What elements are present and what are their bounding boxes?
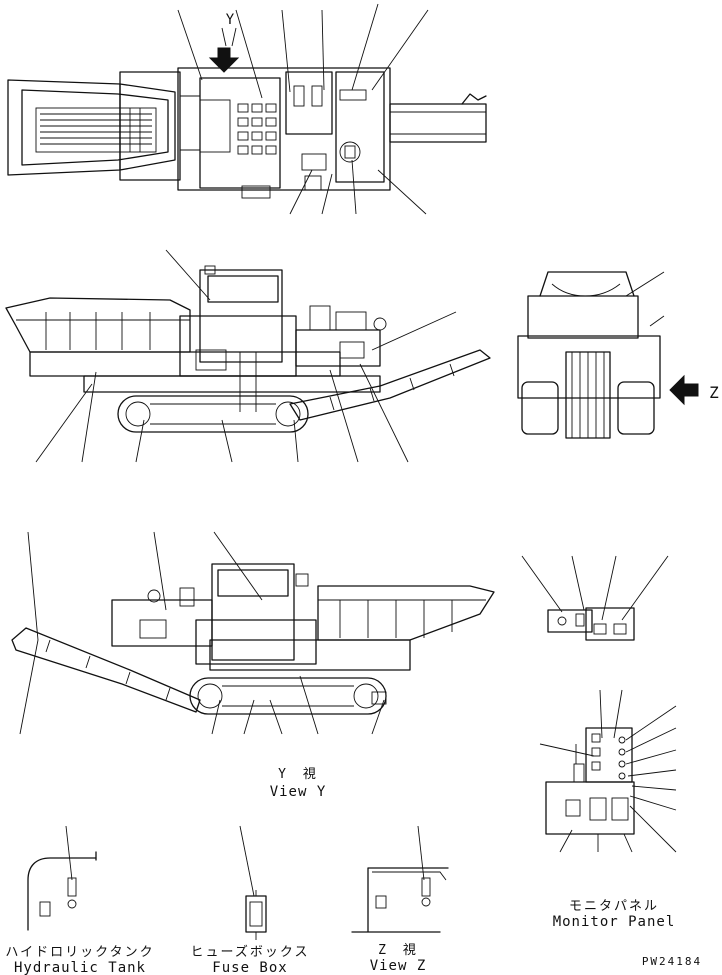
rear-view: Z [517,271,719,439]
drawing-number: PW24184 [642,955,702,968]
monitor-panel-detail [539,689,677,853]
fuse-caption-en: Fuse Box [212,960,287,975]
top-plan-view: Y [7,3,487,215]
fuse-caption-jp: ヒューズボックス [191,944,310,960]
hydraulic-caption-jp: ハイドロリックタンク [5,945,154,960]
view-y-arrow-label: Y [226,12,235,28]
view-z-arrow-label: Z [709,383,719,402]
fuse-box-detail [239,825,267,940]
view-y-caption-jp: Y 視 [278,767,318,782]
view-z-caption-jp: Z 視 [378,943,418,958]
monitor-caption-en: Monitor Panel [553,914,676,930]
view-z-caption-en: View Z [370,958,427,974]
hydraulic-tank-detail [27,825,97,931]
side-view-right [5,249,491,463]
side-view-left [11,531,495,735]
view-z-detail [351,825,449,933]
hydraulic-caption-en: Hydraulic Tank [14,960,146,975]
view-y-caption-en: View Y [270,784,327,800]
monitor-caption-jp: モニタパネル [569,899,659,914]
switch-panel-detail [521,555,669,641]
